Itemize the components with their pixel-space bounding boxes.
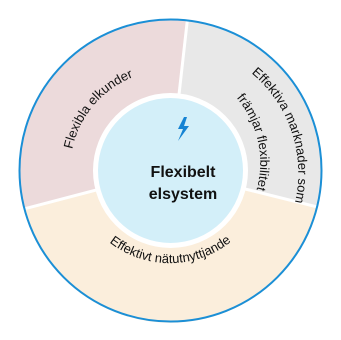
center-circle xyxy=(93,93,248,248)
center-title-line2: elsystem xyxy=(149,186,218,203)
center-title-line1: Flexibelt xyxy=(151,164,217,181)
ring-outline xyxy=(18,18,323,323)
lightning-bolt-icon xyxy=(178,117,189,141)
